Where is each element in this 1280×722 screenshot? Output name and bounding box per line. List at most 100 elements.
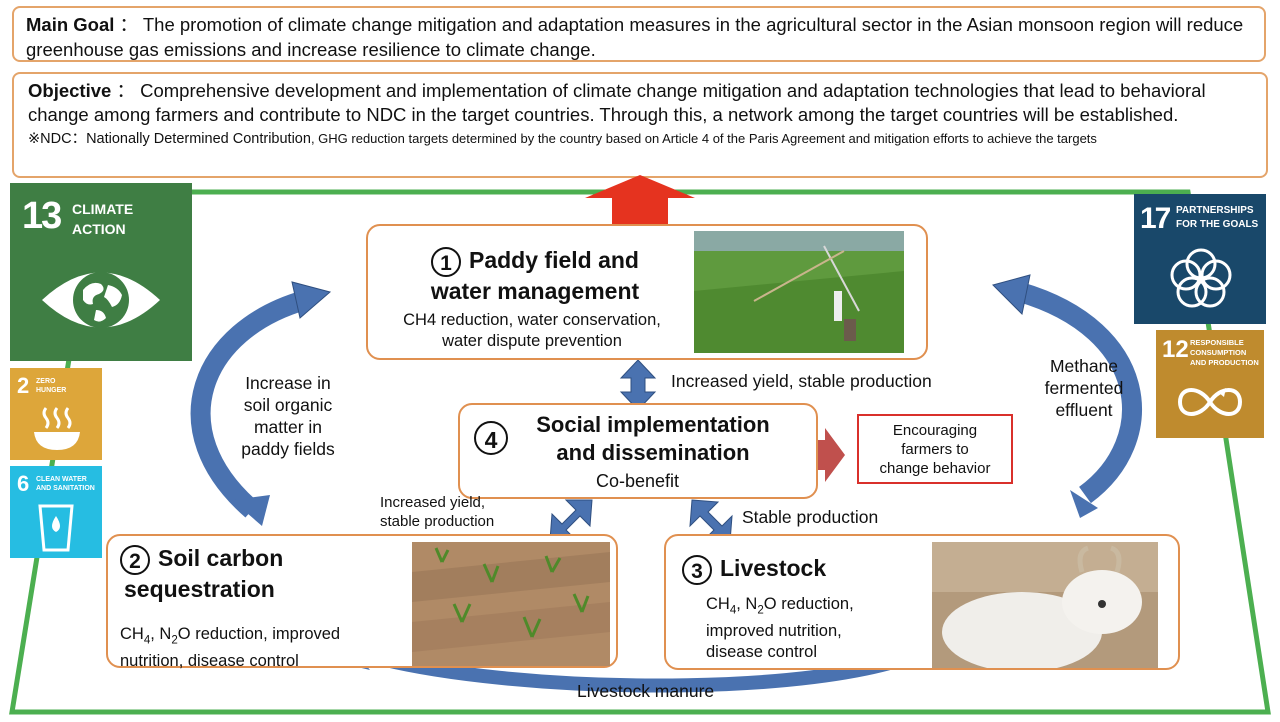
livestock-body-line1: CH4, N2O reduction, [706,594,936,621]
livestock-body-rest: O reduction, [763,595,854,613]
bowl-icon [34,407,80,450]
soil-body-rest: O reduction, improved [177,625,341,643]
sdg17-line2: FOR THE GOALS [1176,219,1259,230]
livestock-title: 3 Livestock [682,554,826,585]
livestock-body-line2: improved nutrition, [706,622,842,641]
sdg17-partnerships-icon: 17 PARTNERSHIPS FOR THE GOALS [1134,194,1266,324]
encourage-line2: farmers to [901,441,969,458]
social-body: Co-benefit [595,471,680,491]
objective-sep: ： [116,80,135,101]
soil-title-line1: Soil carbon [158,545,284,571]
sdg13-caption: CLIMATE ACTION [72,199,133,239]
livestock-body-sub2: 2 [757,604,764,617]
sdg12-number: 12 [1162,336,1189,363]
paddy-title: 1 Paddy field and water management [376,246,694,305]
soil-body-ch: CH [120,625,144,643]
sdg12-responsible-consumption-icon: 12 RESPONSIBLE CONSUMPTION AND PRODUCTIO… [1156,330,1264,438]
livestock-body: CH4, N2O reduction, improved nutrition, … [706,594,936,663]
paddy-field-photo [694,231,904,353]
methane-line3: effluent [1055,400,1113,420]
left-curve-arrowhead [291,281,332,319]
soil-body-line2: nutrition, disease control [120,652,299,671]
soil-organic-line4: paddy fields [241,439,335,459]
soil-body-n: , N [150,625,172,643]
main-goal-box: Main Goal ： The promotion of climate cha… [12,6,1266,62]
social-number-wrap: 4 [474,411,520,457]
sdg17-line1: PARTNERSHIPS [1176,205,1254,216]
ndc-note-lead: ※NDC：Nationally Determined Contribution [28,131,311,147]
ndc-note: ※NDC：Nationally Determined Contribution,… [28,130,1252,148]
yield-top-label: Increased yield, stable production [671,371,932,391]
yield-left-label: Increased yield, stable production [380,493,494,531]
paddy-title-line2: water management [430,277,640,304]
sdg2-zero-hunger-icon: 2 ZERO HUNGER [10,368,102,460]
rings-icon [1170,248,1232,308]
soil-body: CH4, N2O reduction, improved nutrition, … [120,624,420,672]
ndc-note-text: , GHG reduction targets determined by th… [310,131,1097,146]
methane-line2: fermented [1044,378,1124,398]
soil-organic-line1: Increase in [245,373,331,393]
livestock-title-text: Livestock [720,555,827,581]
sdg13-climate-action-icon: 13 CLIMATE ACTION [10,183,192,361]
livestock-body-ch: CH [706,595,730,613]
objective-label: Objective [28,80,112,101]
livestock-body-sub4: 4 [729,604,737,617]
left-curve-arrowtail [232,495,270,526]
main-goal-sep: ： [119,14,139,35]
main-goal-text: The promotion of climate change mitigati… [26,14,1244,60]
social-title: Social implementation and dissemination [518,411,788,467]
sdg6-clean-water-icon: 6 CLEAN WATER AND SANITATION [10,466,102,558]
main-goal-label: Main Goal [26,14,115,35]
sdg2-caption: ZERO HUNGER [36,377,66,395]
sdg2-number: 2 [17,373,30,398]
paddy-card: 1 Paddy field and water management CH4 re… [366,224,928,360]
paddy-body-line2: water dispute prevention [442,332,622,350]
sdg6-number: 6 [17,471,30,496]
soil-organic-label: Increase in soil organic matter in paddy… [220,372,356,460]
sdg6-caption: CLEAN WATER AND SANITATION [36,475,95,493]
sdg12-caption: RESPONSIBLE CONSUMPTION AND PRODUCTION [1190,338,1259,368]
soil-body-line1: CH4, N2O reduction, improved [120,624,420,651]
sdg17-number: 17 [1140,202,1171,235]
sdg6-line1: CLEAN WATER [36,476,87,483]
social-number-badge: 4 [474,421,508,455]
livestock-body-line3: disease control [706,643,817,662]
paddy-body: CH4 reduction, water conservation, water… [368,310,696,352]
methane-line1: Methane [1049,356,1119,376]
encourage-line1: Encouraging [892,422,978,439]
soil-body-sub2: 2 [171,634,178,647]
right-curve-arrowhead [992,274,1031,316]
sdg12-line1: RESPONSIBLE [1190,338,1244,347]
sdg13-line1: CLIMATE [72,201,134,217]
objective-box: Objective ： Comprehensive development an… [12,72,1268,178]
left-curve-arrow [190,290,308,518]
soil-organic-line3: matter in [253,417,323,437]
yield-left-line1: Increased yield, [380,494,486,511]
encourage-box: Encouraging farmers to change behavior [857,414,1013,484]
sdg2-line1: ZERO [36,378,56,385]
soil-title-line2: sequestration [124,575,275,602]
right-curve-arrowtail [1070,490,1098,518]
soil-seedlings-photo [412,542,610,666]
water-glass-icon [38,504,74,552]
sdg12-line3: AND PRODUCTION [1190,358,1259,367]
red-up-arrow [585,175,695,226]
methane-label: Methane fermented effluent [1034,355,1134,421]
livestock-number-badge: 3 [682,554,712,585]
social-title-line2: and dissemination [556,440,750,465]
right-curve-arrow [1017,282,1142,504]
soil-body-sub4: 4 [143,634,151,647]
livestock-card: 3 Livestock CH4, N2O reduction, improved … [664,534,1180,670]
objective-text: Comprehensive development and implementa… [28,80,1206,125]
sdg2-line2: HUNGER [36,387,67,394]
social-card: 4 Social implementation and disseminatio… [458,403,818,499]
encourage-line3: change behavior [879,460,991,477]
paddy-number-badge: 1 [431,246,461,277]
infinity-icon [1177,388,1243,416]
paddy-title-line1: Paddy field and [469,247,639,273]
social-title-line1: Social implementation [536,412,770,437]
eye-globe-icon [42,272,160,328]
soil-organic-line2: soil organic [243,395,333,415]
